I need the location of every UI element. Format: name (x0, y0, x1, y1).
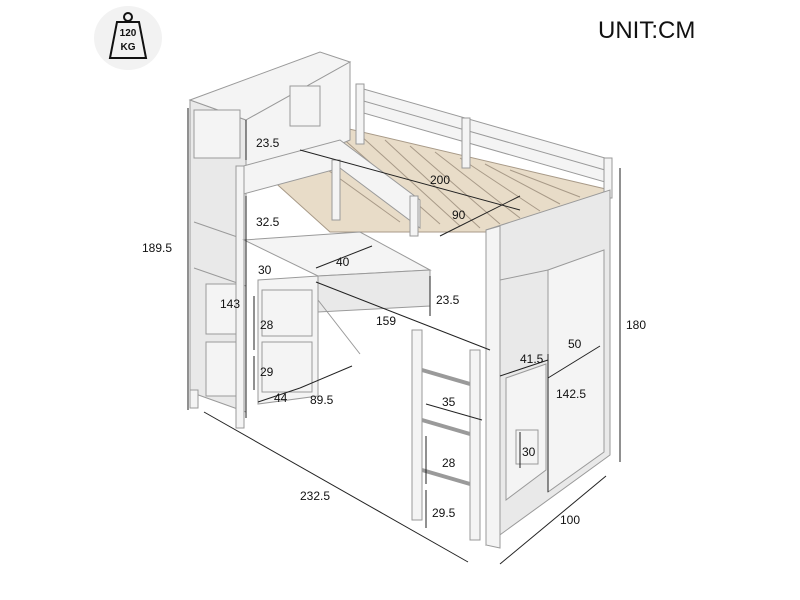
dim-bed-length (299, 149, 521, 211)
weight-value: 120 (120, 28, 137, 39)
weight-badge: 120 KG (94, 6, 162, 70)
label-total-length: 232.5 (300, 489, 330, 503)
wardrobe-door (547, 249, 605, 493)
desk-drawer-1 (261, 289, 313, 337)
label-shelf-4: 29 (260, 365, 274, 379)
dim-total-depth (499, 475, 607, 565)
label-desk-width: 159 (376, 314, 396, 328)
bed-illustration (188, 51, 613, 549)
tower-drawer-1 (205, 283, 241, 335)
tower-upper-box (193, 109, 241, 159)
dim-desk-width (315, 281, 491, 351)
label-shelf-2: 30 (258, 263, 272, 277)
label-total-depth: 100 (560, 513, 580, 527)
tower-drawer-2 (205, 341, 241, 397)
label-ladder-width: 35 (442, 395, 456, 409)
label-desk-depth: 40 (336, 255, 350, 269)
front-rail-post-2 (409, 195, 419, 237)
dimension-labels: 23.5 200 90 32.5 40 189.5 30 23.5 143 15… (142, 136, 646, 527)
label-bed-length: 200 (430, 173, 450, 187)
ladder-rail-right (469, 349, 481, 541)
dim-base-depth (257, 387, 301, 403)
label-desk-panel: 23.5 (436, 293, 460, 307)
label-wardrobe-shelf: 30 (522, 445, 536, 459)
dimension-lines (187, 108, 621, 565)
label-under-desk: 89.5 (310, 393, 334, 407)
label-shelf-3: 28 (260, 318, 274, 332)
weight-icon (108, 21, 148, 59)
desk-top (242, 231, 432, 277)
label-left-unit: 143 (220, 297, 240, 311)
label-wardrobe-height: 142.5 (556, 387, 586, 401)
dim-wardrobe-depth (499, 359, 549, 377)
label-wardrobe-width: 50 (568, 337, 582, 351)
label-ladder-step: 28 (442, 456, 456, 470)
dim-total-length (203, 411, 469, 563)
dim-ladder-width (425, 403, 483, 421)
label-shelf-1: 32.5 (256, 215, 280, 229)
weight-icon-handle (123, 12, 133, 22)
label-total-height: 189.5 (142, 241, 172, 255)
desk-drawer-2 (261, 341, 313, 393)
wardrobe-cubby (515, 429, 539, 465)
top-bookcase-cubby (289, 85, 321, 127)
label-base-depth: 44 (274, 391, 288, 405)
wardrobe-post (485, 225, 501, 549)
desk-front-panel (317, 269, 431, 313)
front-rail-post (331, 159, 341, 221)
dim-bed-width (439, 195, 521, 237)
back-rail-post (355, 83, 365, 145)
label-right-height: 180 (626, 318, 646, 332)
dim-wardrobe-width (547, 345, 601, 379)
ladder-rail-left (411, 329, 423, 521)
label-bed-width: 90 (452, 208, 466, 222)
back-rail-post-mid (461, 117, 471, 169)
label-ladder-bottom: 29.5 (432, 506, 456, 520)
front-left-post (235, 165, 245, 429)
label-wardrobe-depth: 41.5 (520, 352, 544, 366)
dim-under-desk (299, 365, 353, 389)
weight-unit: KG (121, 42, 136, 53)
tower-foot (189, 389, 199, 409)
dim-desk-depth (315, 245, 373, 269)
label-shelf-top: 23.5 (256, 136, 280, 150)
unit-label: UNIT:CM (598, 17, 695, 44)
